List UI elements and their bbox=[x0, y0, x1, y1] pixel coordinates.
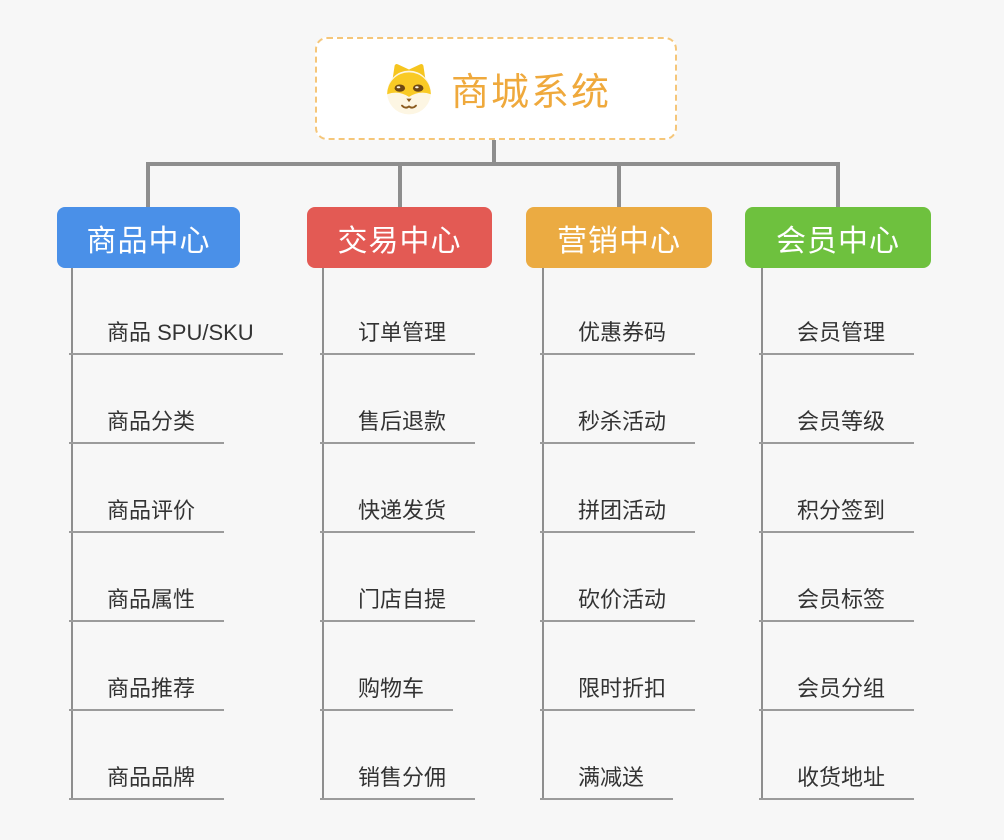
leaf-node[interactable]: 商品评价 bbox=[69, 444, 283, 533]
leaf-node-label: 满减送 bbox=[540, 760, 674, 800]
leaf-node[interactable]: 商品推荐 bbox=[69, 622, 283, 711]
leaf-node-label: 会员分组 bbox=[759, 671, 915, 711]
branch-items-marketing-center: 优惠券码 秒杀活动 拼团活动 砍价活动 限时折扣 满减送 bbox=[540, 266, 696, 800]
branch-node-trade-center[interactable]: 交易中心 bbox=[307, 207, 492, 268]
connector-drop-line bbox=[146, 162, 150, 207]
branch-node-member-center[interactable]: 会员中心 bbox=[745, 207, 931, 268]
connector-drop-line bbox=[398, 162, 402, 207]
leaf-node-label: 售后退款 bbox=[320, 404, 476, 444]
branch-label: 营销中心 bbox=[557, 224, 681, 258]
connector-horizontal-bus bbox=[146, 162, 840, 166]
leaf-node-label: 会员标签 bbox=[759, 582, 915, 622]
leaf-node[interactable]: 积分签到 bbox=[759, 444, 915, 533]
branch-items-member-center: 会员管理 会员等级 积分签到 会员标签 会员分组 收货地址 bbox=[759, 266, 915, 800]
branch-label: 交易中心 bbox=[337, 224, 462, 258]
leaf-node[interactable]: 会员标签 bbox=[759, 533, 915, 622]
leaf-node[interactable]: 会员分组 bbox=[759, 622, 915, 711]
leaf-node[interactable]: 售后退款 bbox=[320, 355, 476, 444]
leaf-node-label: 秒杀活动 bbox=[540, 404, 696, 444]
leaf-node-label: 砍价活动 bbox=[540, 582, 696, 622]
branch-node-product-center[interactable]: 商品中心 bbox=[57, 207, 240, 268]
branch-items-trade-center: 订单管理 售后退款 快递发货 门店自提 购物车 销售分佣 bbox=[320, 266, 476, 800]
connector-drop-line bbox=[617, 162, 621, 207]
leaf-node-label: 门店自提 bbox=[320, 582, 476, 622]
leaf-node-label: 商品 SPU/SKU bbox=[69, 315, 283, 355]
leaf-node[interactable]: 会员等级 bbox=[759, 355, 915, 444]
leaf-node[interactable]: 限时折扣 bbox=[540, 622, 696, 711]
leaf-node-label: 商品推荐 bbox=[69, 671, 225, 711]
connector-root-vertical bbox=[492, 140, 496, 166]
leaf-node-label: 商品属性 bbox=[69, 582, 225, 622]
connector-branch-spine bbox=[761, 268, 763, 800]
leaf-node[interactable]: 购物车 bbox=[320, 622, 475, 711]
leaf-node-label: 会员等级 bbox=[759, 404, 915, 444]
leaf-node[interactable]: 门店自提 bbox=[320, 533, 476, 622]
leaf-node-label: 购物车 bbox=[320, 671, 454, 711]
leaf-node-label: 快递发货 bbox=[320, 493, 476, 533]
leaf-node[interactable]: 销售分佣 bbox=[320, 711, 476, 800]
leaf-node[interactable]: 收货地址 bbox=[759, 711, 915, 800]
leaf-node[interactable]: 会员管理 bbox=[759, 266, 915, 355]
leaf-node-label: 限时折扣 bbox=[540, 671, 696, 711]
leaf-node-label: 会员管理 bbox=[759, 315, 915, 355]
connector-branch-spine bbox=[542, 268, 544, 800]
leaf-node[interactable]: 优惠券码 bbox=[540, 266, 696, 355]
leaf-node[interactable]: 商品分类 bbox=[69, 355, 283, 444]
leaf-node[interactable]: 商品属性 bbox=[69, 533, 283, 622]
leaf-node-label: 销售分佣 bbox=[320, 760, 476, 800]
connector-branch-spine bbox=[71, 268, 73, 800]
branch-node-marketing-center[interactable]: 营销中心 bbox=[526, 207, 712, 268]
leaf-node-label: 积分签到 bbox=[759, 493, 915, 533]
connector-drop-line bbox=[836, 162, 840, 207]
leaf-node-label: 商品评价 bbox=[69, 493, 225, 533]
leaf-node-label: 收货地址 bbox=[759, 760, 915, 800]
leaf-node[interactable]: 商品品牌 bbox=[69, 711, 283, 800]
leaf-node-label: 订单管理 bbox=[320, 315, 476, 355]
leaf-node[interactable]: 满减送 bbox=[540, 711, 695, 800]
leaf-node-label: 拼团活动 bbox=[540, 493, 696, 533]
branch-items-product-center: 商品 SPU/SKU 商品分类 商品评价 商品属性 商品推荐 商品品牌 bbox=[69, 266, 283, 800]
root-node[interactable]: 商城系统 bbox=[315, 37, 677, 140]
branch-label: 会员中心 bbox=[776, 224, 900, 258]
leaf-node-label: 优惠券码 bbox=[540, 315, 696, 355]
root-node-label: 商城系统 bbox=[450, 72, 611, 114]
dog-icon bbox=[387, 63, 431, 114]
branch-label: 商品中心 bbox=[86, 224, 211, 258]
leaf-node[interactable]: 商品 SPU/SKU bbox=[69, 266, 283, 355]
leaf-node[interactable]: 秒杀活动 bbox=[540, 355, 696, 444]
leaf-node-label: 商品品牌 bbox=[69, 760, 225, 800]
connector-branch-spine bbox=[322, 268, 324, 800]
leaf-node[interactable]: 拼团活动 bbox=[540, 444, 696, 533]
leaf-node[interactable]: 快递发货 bbox=[320, 444, 476, 533]
leaf-node-label: 商品分类 bbox=[69, 404, 225, 444]
leaf-node[interactable]: 砍价活动 bbox=[540, 533, 696, 622]
leaf-node[interactable]: 订单管理 bbox=[320, 266, 476, 355]
